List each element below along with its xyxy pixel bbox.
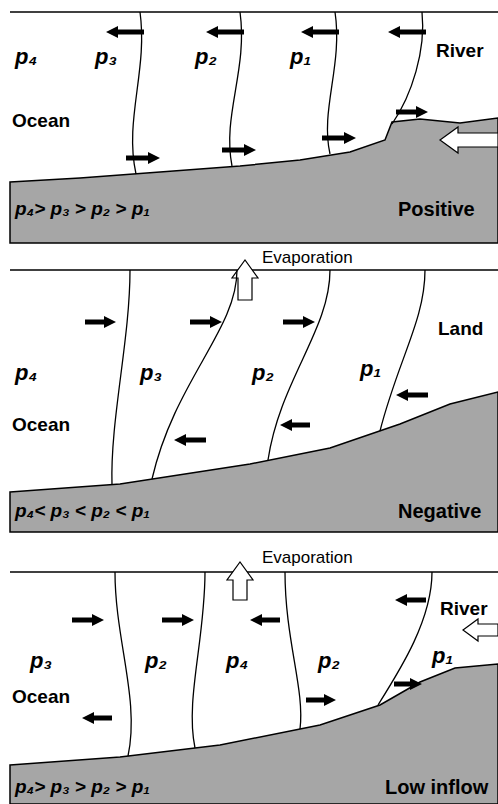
salinity-label: p₂ bbox=[195, 44, 217, 69]
isohalines bbox=[115, 572, 432, 756]
salinity-label: p₁ bbox=[360, 356, 381, 381]
water-surface bbox=[10, 11, 498, 13]
process-label: Evaporation bbox=[262, 248, 353, 268]
flow-arrow bbox=[404, 393, 428, 398]
isohaline bbox=[133, 12, 142, 174]
isohaline bbox=[285, 572, 301, 729]
flow-arrows bbox=[114, 32, 426, 158]
salinity-label: p₁ bbox=[432, 643, 453, 668]
flow-arrow bbox=[394, 682, 414, 687]
salinity-label: p₁ bbox=[290, 44, 311, 69]
flow-arrow bbox=[90, 716, 112, 721]
place-label: Ocean bbox=[12, 414, 70, 436]
isohaline bbox=[268, 270, 330, 460]
flow-arrow bbox=[72, 618, 96, 623]
isohaline bbox=[152, 270, 237, 479]
isohalines bbox=[133, 12, 423, 174]
flow-arrow bbox=[182, 438, 206, 443]
flow-arrow bbox=[322, 136, 348, 141]
salinity-label: p₄ bbox=[15, 360, 37, 385]
relation-label: p₄> p₃ > p₂ > p₁ bbox=[15, 198, 150, 220]
salinity-label: p₂ bbox=[145, 648, 167, 673]
flow-arrow bbox=[306, 698, 328, 703]
process-label: Evaporation bbox=[262, 548, 353, 568]
isohaline bbox=[112, 270, 130, 485]
flow-arrow bbox=[190, 320, 214, 325]
isohaline bbox=[115, 572, 131, 756]
flow-arrow bbox=[162, 618, 186, 623]
flow-arrow bbox=[85, 320, 108, 325]
isohaline bbox=[378, 572, 432, 705]
flow-arrow bbox=[222, 148, 248, 153]
relation-label: p₄> p₃ > p₂ > p₁ bbox=[15, 776, 150, 798]
positive-panel bbox=[10, 12, 498, 243]
river-inflow-arrow bbox=[463, 619, 498, 641]
salinity-label: p₃ bbox=[140, 360, 162, 385]
place-label: River bbox=[436, 40, 484, 62]
place-label: Ocean bbox=[12, 110, 70, 132]
evaporation-arrow bbox=[227, 562, 253, 600]
sea-bed bbox=[10, 664, 498, 804]
place-label: Land bbox=[438, 318, 483, 340]
case-label: Low inflow bbox=[385, 776, 488, 799]
flow-arrow bbox=[396, 110, 420, 115]
river-inflow-arrow bbox=[440, 127, 498, 153]
sea-bed bbox=[10, 392, 498, 532]
water-surface bbox=[10, 571, 498, 573]
isohalines bbox=[112, 270, 425, 485]
flow-arrow bbox=[214, 30, 244, 35]
case-label: Negative bbox=[398, 500, 481, 523]
relation-label: p₄< p₃ < p₂ < p₁ bbox=[15, 500, 150, 522]
isohaline bbox=[380, 270, 425, 431]
flow-arrows bbox=[72, 600, 426, 718]
salinity-label: p₃ bbox=[30, 648, 52, 673]
flow-arrow bbox=[288, 423, 310, 428]
flow-arrow bbox=[114, 30, 144, 35]
salinity-label: p₃ bbox=[95, 44, 117, 69]
flow-arrow bbox=[283, 320, 307, 325]
flow-arrows bbox=[85, 322, 428, 440]
flow-arrow bbox=[309, 30, 339, 35]
salinity-label: p₄ bbox=[226, 648, 248, 673]
case-label: Positive bbox=[398, 198, 475, 221]
salinity-label: p₂ bbox=[252, 360, 274, 385]
low-inflow-panel bbox=[10, 562, 498, 804]
negative-panel bbox=[10, 260, 498, 532]
sea-bed bbox=[10, 118, 498, 243]
place-label: River bbox=[440, 598, 488, 620]
isohaline bbox=[192, 572, 205, 748]
isohaline bbox=[392, 12, 423, 124]
flow-arrow bbox=[396, 30, 426, 35]
salinity-label: p₂ bbox=[318, 648, 340, 673]
flow-arrow bbox=[258, 618, 280, 623]
salinity-label: p₄ bbox=[15, 44, 37, 69]
flow-arrow bbox=[403, 598, 426, 603]
flow-arrow bbox=[126, 156, 152, 161]
place-label: Ocean bbox=[12, 686, 70, 708]
isohaline bbox=[230, 12, 242, 166]
